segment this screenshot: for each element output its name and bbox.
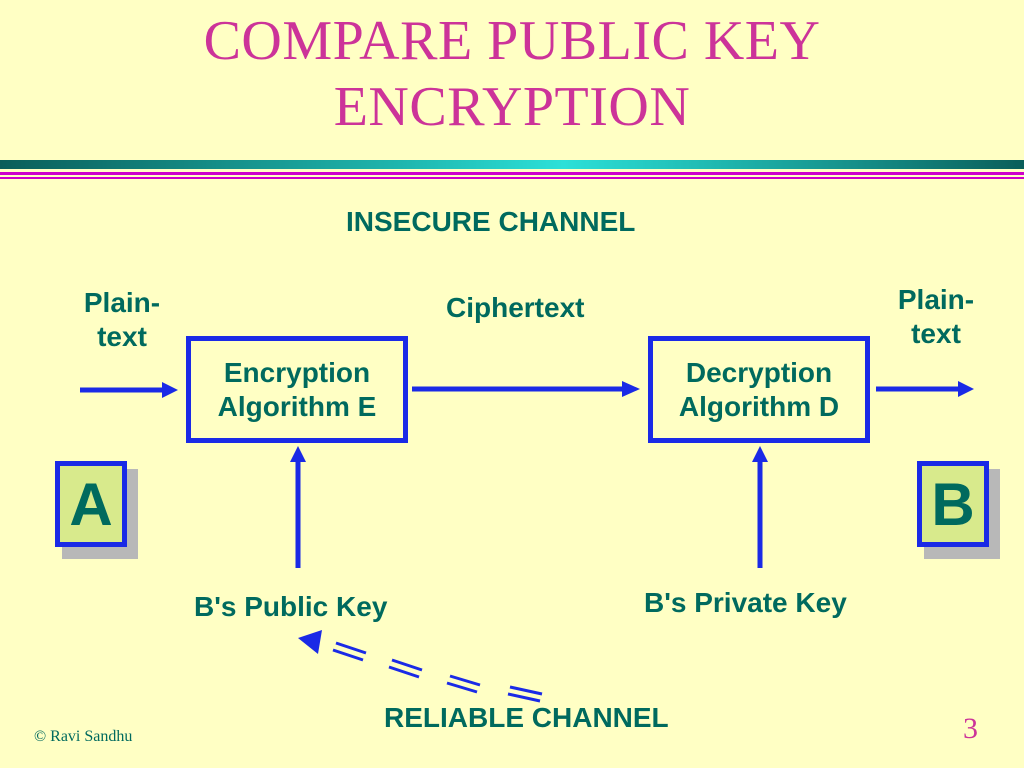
plaintext-out-arrow	[876, 381, 974, 397]
plaintext-left-label: Plain- text	[83, 287, 161, 352]
encryption-box-line-2: Algorithm E	[217, 390, 377, 422]
reliable-channel-arrow	[298, 630, 543, 703]
copyright-text: © Ravi Sandhu	[34, 728, 133, 745]
party-b-box: B	[917, 461, 989, 547]
encryption-algorithm-box: Encryption Algorithm E	[186, 336, 408, 443]
plaintext-in-arrow	[80, 382, 178, 398]
ciphertext-arrow	[412, 381, 640, 397]
party-a-box: A	[55, 461, 127, 547]
decryption-box-line-2: Algorithm D	[678, 390, 840, 422]
decryption-box-line-1: Decryption	[685, 356, 833, 388]
private-key-arrow	[752, 446, 768, 568]
slide-title: COMPARE PUBLIC KEY ENCRYPTION	[0, 8, 1024, 140]
title-line-1: COMPARE PUBLIC KEY	[203, 10, 821, 72]
ciphertext-label: Ciphertext	[446, 292, 585, 323]
page-number: 3	[963, 712, 978, 745]
plaintext-right-label: Plain- text	[897, 284, 975, 349]
public-key-arrow	[290, 446, 306, 568]
reliable-channel-label: RELIABLE CHANNEL	[384, 702, 669, 733]
decryption-algorithm-box: Decryption Algorithm D	[648, 336, 870, 443]
encryption-box-line-1: Encryption	[223, 356, 371, 388]
insecure-channel-label: INSECURE CHANNEL	[346, 206, 636, 237]
private-key-label: B's Private Key	[644, 587, 847, 618]
title-line-2: ENCRYPTION	[333, 76, 691, 138]
public-key-label: B's Public Key	[194, 591, 388, 622]
